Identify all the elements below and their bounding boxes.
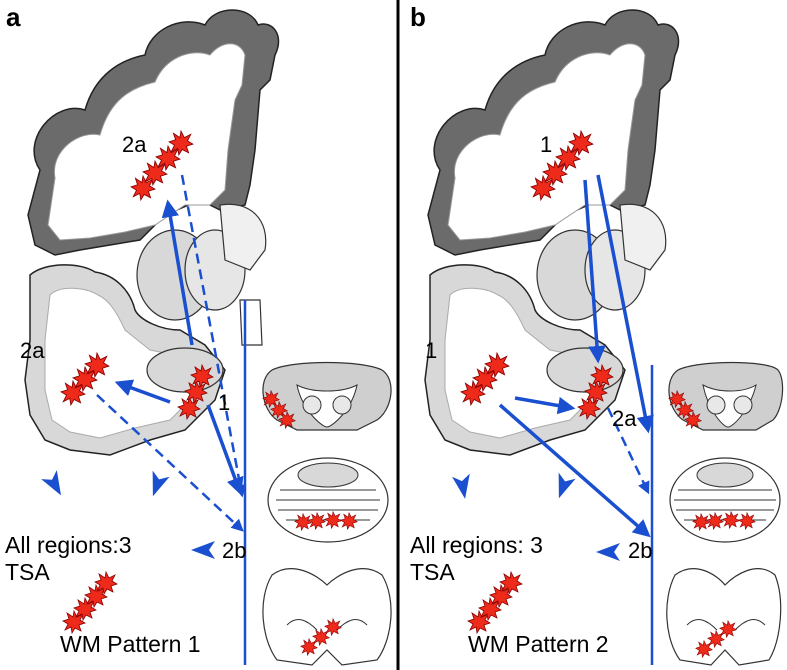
arrow-frontal-down-1 (583, 179, 606, 364)
panel-b: b 1 (410, 2, 784, 666)
label-tsa: TSA (5, 559, 50, 585)
arrowhead-icon (550, 472, 576, 502)
brainstem-outline-a (239, 299, 263, 346)
label-stage-2b: 2b (628, 538, 652, 563)
arrowhead-icon (596, 543, 620, 561)
arrow-up-frontal (161, 199, 194, 346)
pons-section-icon (668, 361, 784, 431)
label-all-regions: All regions: 3 (410, 532, 543, 558)
thalamus (619, 203, 667, 271)
cerebellum-section-icon (262, 568, 392, 666)
arrow-frontal-down-2 (596, 174, 654, 434)
label-stage-2b: 2b (222, 538, 246, 563)
medulla-section-icon (267, 457, 389, 543)
arrow-temporal-down (498, 403, 651, 538)
label-temporal: 1 (425, 338, 437, 363)
arrow-dashed-frontal-down (180, 174, 247, 498)
medulla-section-icon (669, 457, 781, 543)
lesion-cluster-legend (467, 571, 523, 634)
lesion-cluster-legend (62, 571, 118, 634)
label-frontal: 2a (122, 132, 147, 157)
thalamus (219, 203, 267, 271)
arrowhead-icon (191, 541, 215, 559)
label-frontal: 1 (540, 132, 552, 157)
label-pattern: WM Pattern 1 (60, 631, 201, 657)
label-stage-2a: 2a (612, 406, 637, 431)
panel-a: a (5, 2, 392, 666)
label-temporal: 2a (20, 338, 45, 363)
arrowhead-icon (452, 473, 474, 501)
arrowhead-icon (41, 470, 69, 500)
arrowhead-icon (144, 470, 170, 500)
arrow-hippo-down (206, 404, 244, 496)
temporal-white-matter (44, 287, 196, 439)
panel-letter: b (410, 2, 426, 32)
arrow-temporal-right (514, 396, 576, 415)
arrow-dashed-temporal-down (96, 394, 244, 532)
label-all-regions: All regions:3 (5, 532, 132, 558)
hippocampus (546, 347, 624, 393)
hippocampus (146, 347, 224, 393)
label-stage-1: 1 (218, 390, 230, 415)
cerebellum-section-icon (666, 568, 782, 666)
label-pattern: WM Pattern 2 (468, 631, 609, 657)
pons-section-icon (262, 361, 392, 431)
panel-letter: a (6, 2, 21, 32)
arrow-to-temporal (114, 379, 171, 404)
label-tsa: TSA (410, 559, 455, 585)
frontal-white-matter (447, 43, 646, 241)
frontal-white-matter (47, 43, 246, 241)
